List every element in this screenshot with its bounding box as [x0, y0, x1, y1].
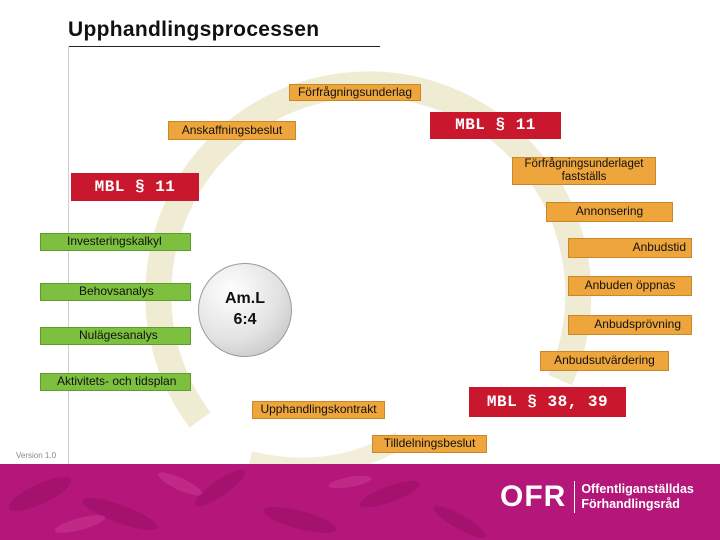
logo-text: Offentliganställdas Förhandlingsråd	[581, 482, 694, 512]
center-label-line2: 6:4	[233, 310, 256, 331]
mbl-label-left: MBL § 11	[71, 173, 199, 201]
ofr-logo: OFR Offentliganställdas Förhandlingsråd	[500, 480, 694, 514]
logo-line2: Förhandlingsråd	[581, 497, 694, 512]
center-circle: Am.L 6:4	[198, 263, 292, 357]
step-anbudstid: Anbudstid	[568, 238, 692, 258]
step-tilldelningsbeslut: Tilldelningsbeslut	[372, 435, 487, 453]
logo-separator	[574, 481, 575, 513]
step-anbudsutvardering: Anbudsutvärdering	[540, 351, 669, 371]
step-investeringskalkyl: Investeringskalkyl	[40, 233, 191, 251]
step-anskaffningsbeslut: Anskaffningsbeslut	[168, 121, 296, 140]
logo-line1: Offentliganställdas	[581, 482, 694, 497]
step-anbuden-oppnas: Anbuden öppnas	[568, 276, 692, 296]
title-underline	[68, 46, 380, 47]
step-behovsanalys: Behovsanalys	[40, 283, 191, 301]
center-label-line1: Am.L	[225, 289, 265, 310]
step-forfragningsunderlag: Förfrågningsunderlag	[289, 84, 421, 101]
step-forfragningsunderlaget-faststalls: Förfrågningsunderlaget fastställs	[512, 157, 656, 185]
step-nulagesanalys: Nulägesanalys	[40, 327, 191, 345]
mbl-label-top: MBL § 11	[430, 112, 561, 139]
step-aktivitets-tidsplan: Aktivitets- och tidsplan	[40, 373, 191, 391]
logo-mark: OFR	[500, 480, 566, 514]
step-annonsering: Annonsering	[546, 202, 673, 222]
mbl-label-bottom: MBL § 38, 39	[469, 387, 626, 417]
page-title: Upphandlingsprocessen	[68, 18, 319, 42]
version-label: Version 1.0	[16, 451, 56, 460]
step-anbudsprovning: Anbudsprövning	[568, 315, 692, 335]
step-upphandlingskontrakt: Upphandlingskontrakt	[252, 401, 385, 419]
left-divider	[68, 46, 69, 476]
